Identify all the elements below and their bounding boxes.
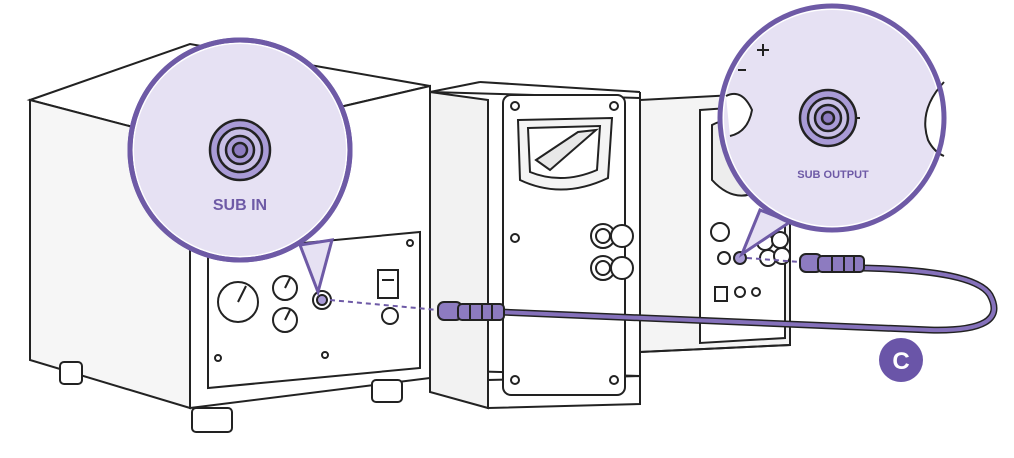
callout-sub-output: SUB OUTPUT: [717, 3, 947, 258]
power-switch: [377, 269, 399, 299]
foot-front: [191, 407, 233, 433]
step-badge: C: [879, 338, 923, 382]
sub-in-jack-icon: [208, 118, 272, 182]
rca-plug-left: [437, 301, 505, 321]
sub-output-jack-icon: [798, 88, 858, 148]
rca-plug-right: [799, 253, 865, 273]
step-badge-label: C: [892, 348, 909, 375]
rca-cable: [329, 253, 998, 334]
callout-sub-in: SUB IN: [127, 37, 353, 297]
middle-speaker: [429, 81, 641, 410]
sub-in-label: SUB IN: [213, 197, 267, 214]
foot-right: [371, 379, 403, 403]
sub-rear-panel: [207, 230, 421, 390]
sub-output-label: SUB OUTPUT: [797, 169, 869, 181]
foot-left: [59, 361, 83, 385]
power-socket: [381, 307, 399, 325]
